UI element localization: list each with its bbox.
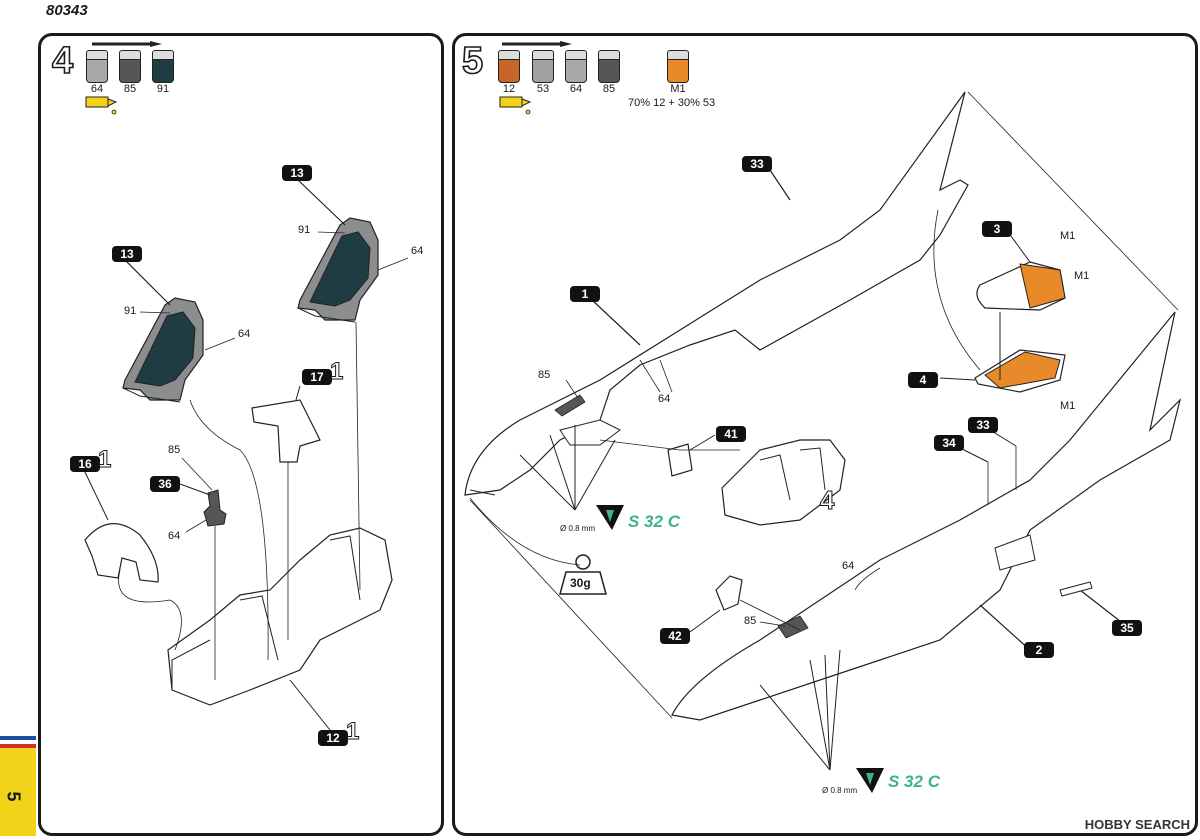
- side-color-tab: 5: [0, 736, 36, 836]
- drill-diameter-label: Ø 0.8 mm: [822, 786, 858, 795]
- part-tag-12: 12: [318, 730, 348, 746]
- part-tag-3: 3: [982, 221, 1012, 237]
- part-tag-1: 1: [570, 286, 600, 302]
- paint-12-icon: [498, 50, 520, 83]
- fuselage-half-part-2: [671, 311, 1182, 721]
- brush-icon: [502, 41, 572, 47]
- cockpit-subassembly: [721, 439, 846, 526]
- step-4-panel: [38, 33, 444, 836]
- paint-mix-note: 70% 12 + 30% 53: [628, 97, 716, 109]
- paint-code-64: 64: [569, 83, 583, 95]
- paint-code-64: 64: [90, 83, 104, 95]
- glue-brand-label: S 32 C: [888, 772, 940, 791]
- part-tag-41: 41: [716, 426, 746, 442]
- glue-tube-icon: [499, 96, 532, 115]
- glue-tube-icon: [85, 96, 118, 115]
- paint-85-icon: [119, 50, 141, 83]
- part-tag-2: 2: [1024, 642, 1054, 658]
- paint-91-icon: [152, 50, 174, 83]
- paint-code-53: 53: [536, 83, 550, 95]
- part-17: [251, 399, 321, 463]
- step-5-number: 5: [461, 40, 484, 82]
- paint-callout: M1: [1060, 230, 1076, 242]
- sprue-mark: 1: [329, 358, 344, 385]
- paint-callout: 85: [744, 615, 757, 627]
- step-4-number: 4: [51, 40, 74, 82]
- paint-callout: 64: [238, 328, 251, 340]
- part-tag-33: 33: [742, 156, 772, 172]
- part-tag-13: 13: [282, 165, 312, 181]
- subassembly-ref: 4: [819, 485, 835, 515]
- paint-callout: M1: [1060, 400, 1076, 412]
- watermark: HOBBY SEARCH: [1084, 817, 1190, 832]
- part-tag-35: 35: [1112, 620, 1142, 636]
- paint-code-91: 91: [156, 83, 170, 95]
- paint-callout: 85: [538, 369, 551, 381]
- brush-icon: [92, 41, 162, 47]
- part-3: [976, 261, 1066, 311]
- part-12-cockpit-tub: [167, 527, 393, 706]
- paint-code-85: 85: [602, 83, 616, 95]
- paint-m1-icon: [667, 50, 689, 83]
- paint-callout: 91: [124, 305, 137, 317]
- paint-callout: 91: [298, 224, 311, 236]
- paint-code-12: 12: [502, 83, 516, 95]
- drill-diameter-label: Ø 0.8 mm: [560, 524, 596, 533]
- paint-64-icon: [86, 50, 108, 83]
- paint-85-icon: [598, 50, 620, 83]
- glue-nozzle-icon: [856, 768, 884, 793]
- seat-part-13-left: [122, 297, 204, 403]
- glue-nozzle-icon: [596, 505, 624, 530]
- paint-callout: 64: [168, 530, 181, 542]
- seat-part-13-right: [297, 217, 379, 323]
- paint-callout: 64: [842, 560, 855, 572]
- sprue-mark: 1: [345, 718, 360, 745]
- paint-callout: 64: [411, 245, 424, 257]
- part-tag-36: 36: [150, 476, 180, 492]
- part-tag-4: 4: [908, 372, 938, 388]
- weight-label: 30g: [570, 576, 591, 590]
- paint-code-85: 85: [123, 83, 137, 95]
- part-16: [84, 523, 159, 583]
- paint-callout: M1: [1074, 270, 1090, 282]
- weight-30g-icon: [559, 554, 607, 595]
- paint-64-icon: [565, 50, 587, 83]
- part-tag-34: 34: [934, 435, 964, 451]
- sprue-mark: 1: [97, 446, 112, 473]
- part-tag-13: 13: [112, 246, 142, 262]
- glue-brand-label: S 32 C: [628, 512, 680, 531]
- part-tag-17: 17: [302, 369, 332, 385]
- part-42: [715, 575, 743, 611]
- paint-callout: 85: [168, 444, 181, 456]
- part-tag-33: 33: [968, 417, 998, 433]
- kit-number: 80343: [46, 2, 88, 19]
- part-41: [667, 443, 693, 477]
- part-tag-42: 42: [660, 628, 690, 644]
- paint-53-icon: [532, 50, 554, 83]
- paint-callout: 64: [658, 393, 671, 405]
- part-4: [974, 349, 1066, 393]
- part-tag-16: 16: [70, 456, 100, 472]
- part-36: [203, 489, 227, 527]
- paint-code-m1: M1: [670, 83, 686, 95]
